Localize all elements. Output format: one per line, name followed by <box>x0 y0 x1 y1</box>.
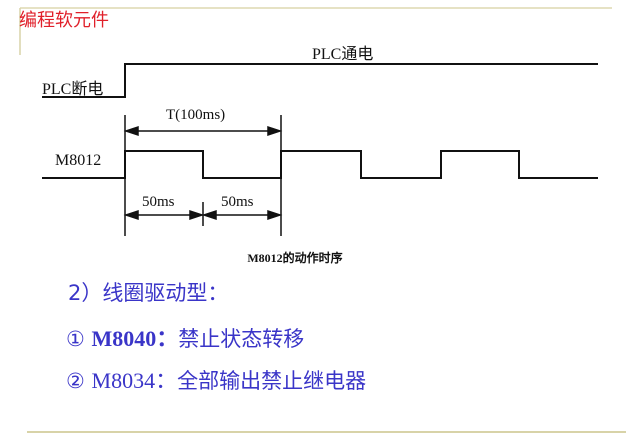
item-text: 禁止状态转移 <box>178 327 305 351</box>
m8012-waveform <box>42 150 598 179</box>
item-text: 全部输出禁止继电器 <box>177 369 367 393</box>
low-duration-arrow <box>201 209 283 221</box>
plc-power-waveform <box>42 63 598 98</box>
item-marker: ① <box>66 327 85 351</box>
high-duration-arrow <box>123 209 205 221</box>
item-code: M8034： <box>91 368 178 393</box>
item-marker: ② <box>66 369 85 393</box>
low-duration-label: 50ms <box>221 194 254 210</box>
section-heading: 2）线圈驱动型： <box>68 281 229 305</box>
list-item: ② M8034：全部输出禁止继电器 <box>66 363 366 395</box>
item-code: M8040： <box>91 326 179 351</box>
list-item: ① M8040：禁止状态转移 <box>66 321 304 353</box>
signal-label: M8012 <box>55 152 102 169</box>
slide-title: 编程软元件 <box>19 10 109 31</box>
diagram-caption: M8012的动作时序 <box>247 251 343 265</box>
plc-on-label: PLC通电 <box>312 46 374 63</box>
period-arrow <box>123 125 283 137</box>
high-duration-label: 50ms <box>142 194 175 210</box>
plc-off-label: PLC断电 <box>42 81 104 98</box>
period-label: T(100ms) <box>166 107 226 123</box>
